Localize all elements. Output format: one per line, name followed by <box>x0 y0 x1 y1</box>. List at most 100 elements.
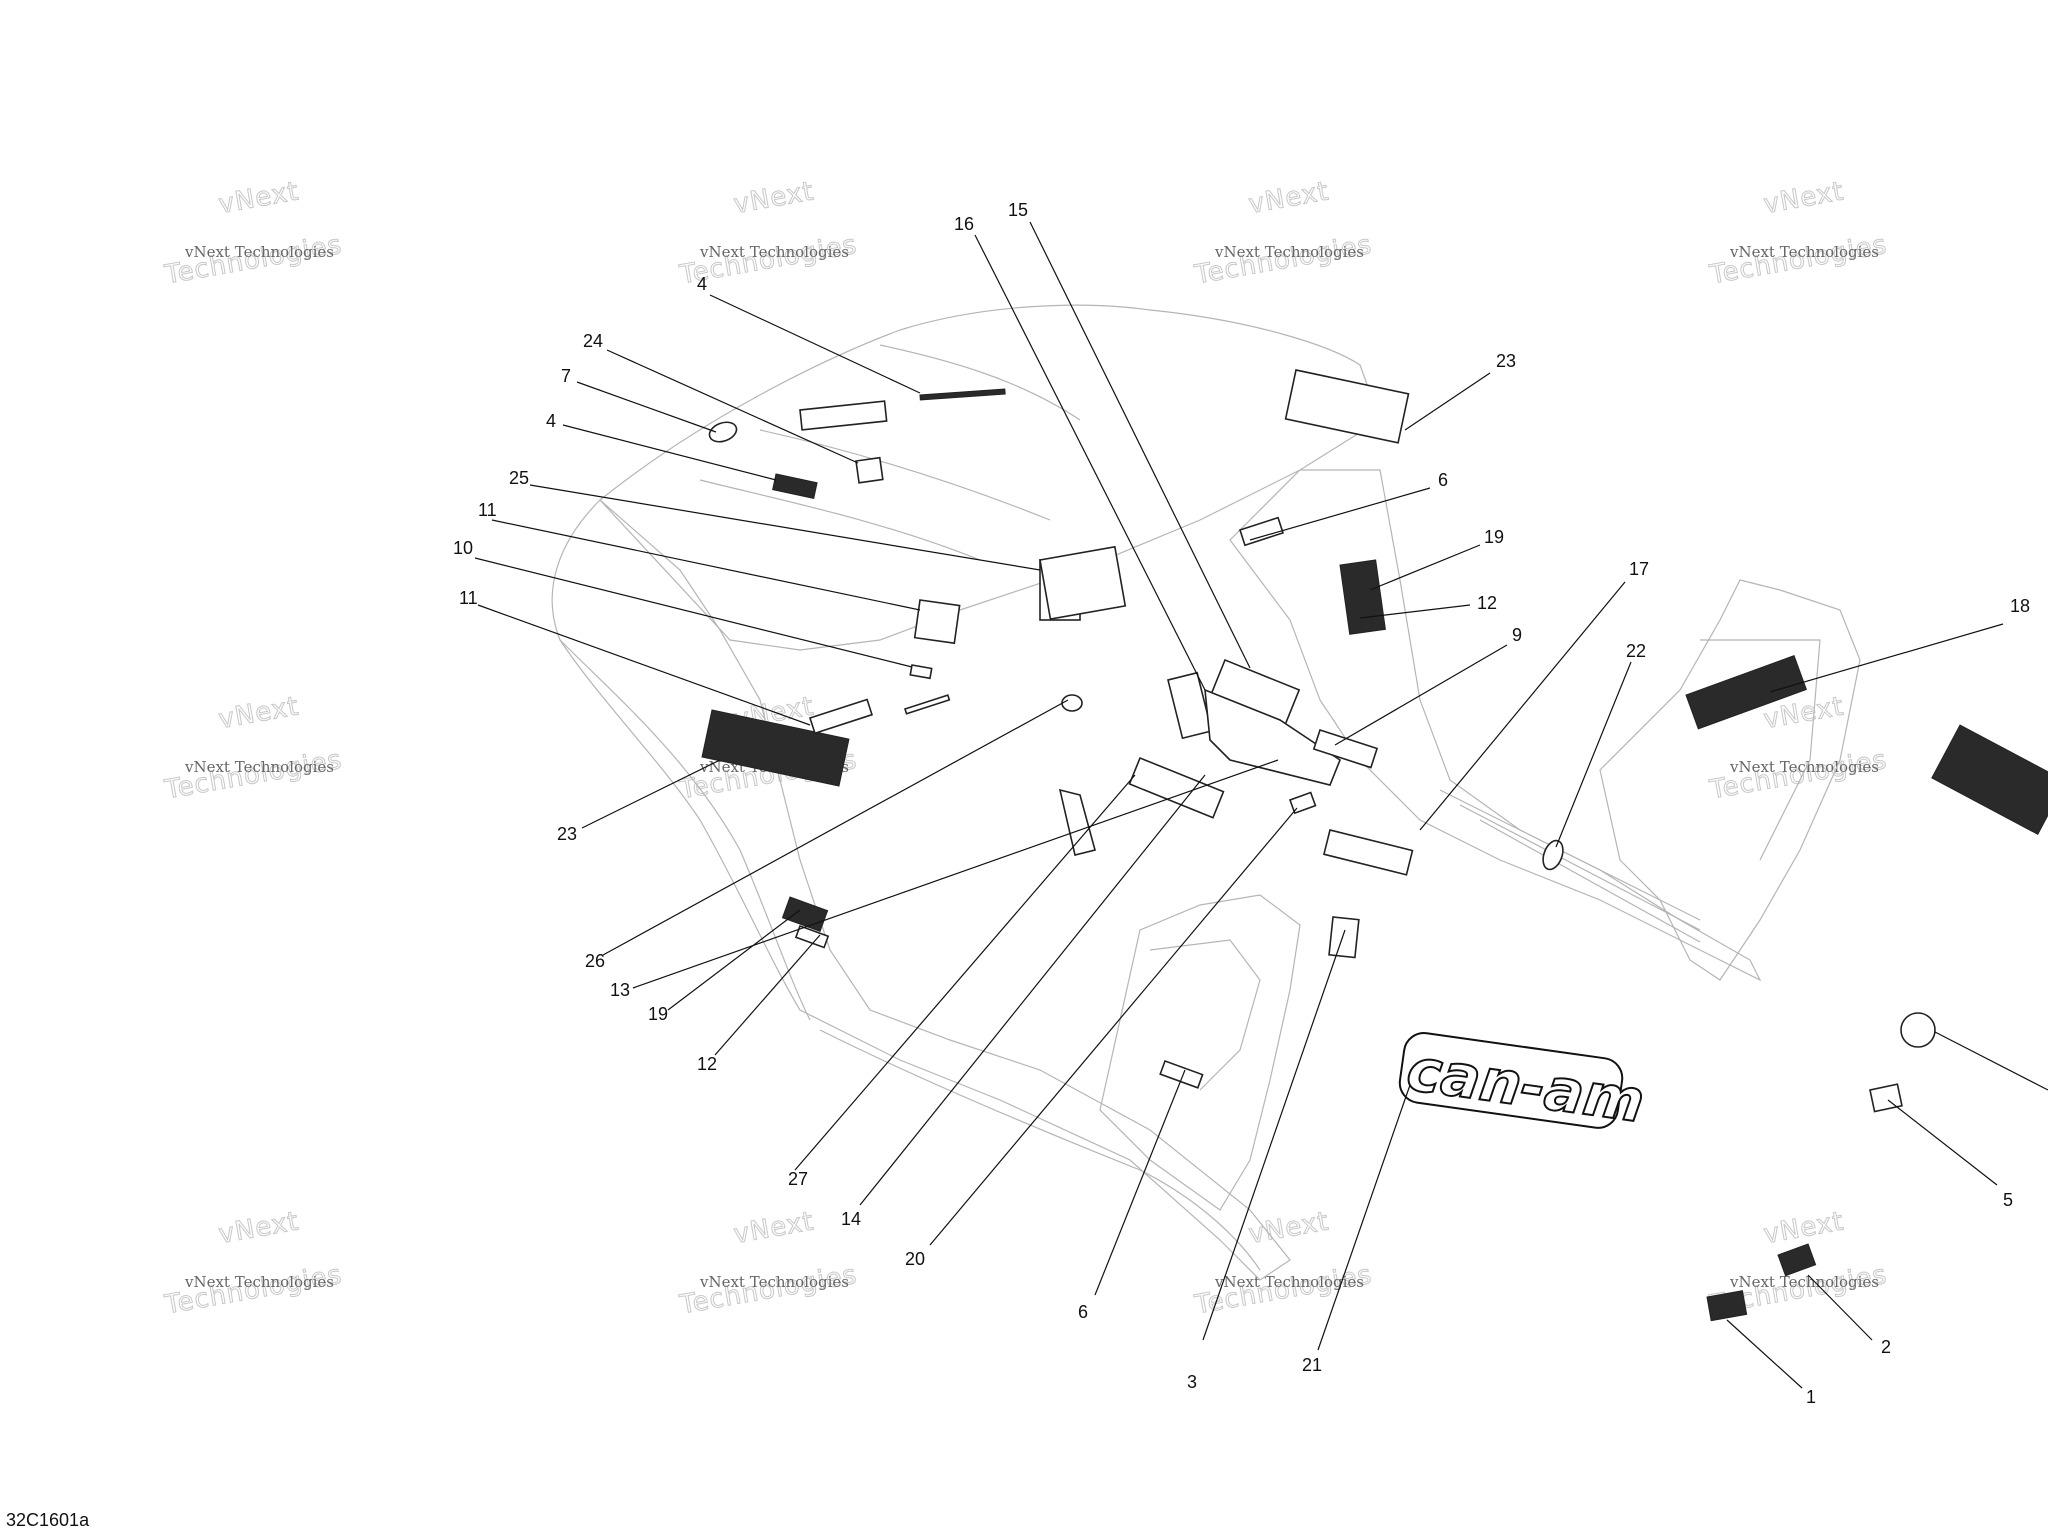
logo-text: can-am <box>1403 1035 1649 1136</box>
decal-part-20 <box>1288 791 1317 815</box>
callout-12: 12 <box>1477 593 1497 613</box>
svg-text:vNext Technologies: vNext Technologies <box>1729 243 1879 261</box>
decal-part-27-strip <box>903 694 951 715</box>
front-lower-detail <box>1149 939 1261 1091</box>
decal-part-25 <box>799 400 888 431</box>
callout-15: 15 <box>1008 200 1028 220</box>
callout-25: 24 <box>583 331 603 351</box>
hood-panel <box>599 304 1381 651</box>
fender-edge <box>819 1029 1261 1271</box>
callout-20: 20 <box>905 1249 925 1269</box>
callout-9: 9 <box>1512 625 1522 645</box>
callout-24: 25 <box>509 468 529 488</box>
leader-line <box>1202 929 1346 1341</box>
callout-21: 21 <box>1302 1355 1322 1375</box>
watermark: Technologies vNext vNext Technologies <box>1191 176 1375 291</box>
leader-line <box>632 759 1279 989</box>
leader-line <box>602 699 1069 956</box>
leader-line <box>1807 1274 1873 1341</box>
svg-text:vNext: vNext <box>1246 176 1331 220</box>
hood-crease <box>699 479 981 561</box>
decal-part-26 <box>1061 694 1083 712</box>
watermark: Technologies vNext vNext Technologies <box>161 176 345 291</box>
svg-text:vNext: vNext <box>731 1206 816 1250</box>
callout-12: 12 <box>697 1054 717 1074</box>
leader-line <box>714 934 821 1056</box>
leader-line <box>606 349 859 464</box>
callout-19: 19 <box>1484 527 1504 547</box>
svg-text:vNext Technologies: vNext Technologies <box>699 1273 849 1291</box>
leader-line <box>859 774 1206 1206</box>
decal-part-18 <box>1685 655 1808 730</box>
svg-text:vNext: vNext <box>731 176 816 220</box>
watermark: Technologies vNext vNext Technologies <box>676 176 860 291</box>
leader-line <box>562 424 777 481</box>
watermark: Technologies vNext vNext Technologies <box>161 691 345 806</box>
svg-text:vNext: vNext <box>216 176 301 220</box>
leader-line <box>794 774 1136 1171</box>
svg-text:vNext Technologies: vNext Technologies <box>1729 758 1879 776</box>
callout-23: 23 <box>557 824 577 844</box>
leader-line <box>1317 1084 1411 1351</box>
leader-line <box>1359 604 1471 619</box>
left-fender <box>551 499 1291 1281</box>
callout-18: 18 <box>2010 596 2030 616</box>
callout-7: 7 <box>561 366 571 386</box>
watermark: Technologies vNext vNext Technologies <box>676 1206 860 1321</box>
front-lower-panel <box>1099 894 1301 1211</box>
decals <box>701 369 2048 1322</box>
decal-part-25b <box>855 456 884 484</box>
svg-text:vNext: vNext <box>1761 176 1846 220</box>
fender-inner-line <box>1700 639 1821 861</box>
decal-part-23-top <box>1284 369 1410 444</box>
decal-part-medallion <box>1900 1012 1936 1048</box>
decal-part-16 <box>1167 671 1213 740</box>
leader-line <box>1419 581 1626 831</box>
decal-part-10 <box>909 664 933 680</box>
callout-5: 5 <box>2003 1190 2013 1210</box>
decal-part-1 <box>1706 1290 1748 1322</box>
leader-line <box>929 807 1298 1246</box>
leader-line <box>529 484 1041 571</box>
leader-line <box>1726 1319 1803 1389</box>
callout-11: 11 <box>478 500 497 520</box>
leader-line <box>581 759 721 829</box>
decal-part-24b <box>1039 545 1127 621</box>
decal-part-23-left <box>701 709 850 787</box>
svg-text:vNext Technologies: vNext Technologies <box>1729 1273 1879 1291</box>
leader-line <box>1334 644 1508 746</box>
leader-line <box>709 294 921 394</box>
decal-part-partial-right <box>1931 724 2048 835</box>
leader-line <box>491 519 921 611</box>
decal-part-11-top <box>913 599 961 645</box>
callout-numbers: 4 24 7 4 25 11 10 11 23 26 13 19 12 27 1… <box>453 200 2030 1407</box>
decal-part-13 <box>1204 688 1341 786</box>
leader-line <box>1555 661 1632 848</box>
callout-6: 6 <box>1078 1302 1088 1322</box>
callout-23: 23 <box>1496 351 1516 371</box>
callout-16: 16 <box>954 214 974 234</box>
callout-27: 27 <box>788 1169 808 1189</box>
svg-text:vNext: vNext <box>1246 1206 1331 1250</box>
watermark: Technologies vNext vNext Technologies <box>161 1206 345 1321</box>
reference-code: 32C1601a <box>6 1510 90 1530</box>
watermark: Technologies vNext vNext Technologies <box>1706 176 1890 291</box>
decal-part-7 <box>708 421 738 443</box>
svg-text:vNext Technologies: vNext Technologies <box>699 243 849 261</box>
decal-part-2 <box>1777 1243 1817 1277</box>
decal-part-9 <box>1312 728 1379 769</box>
tunnel-ribs <box>1439 789 1701 943</box>
leader-line <box>1404 372 1491 431</box>
decal-part-17 <box>1322 829 1414 876</box>
leader-line <box>1887 1099 1998 1186</box>
callout-4: 4 <box>697 274 707 294</box>
svg-text:vNext Technologies: vNext Technologies <box>1214 1273 1364 1291</box>
decal-part-19-right <box>1339 559 1386 635</box>
watermarks: Technologies vNext vNext Technologies Te… <box>161 176 1890 1321</box>
callout-10: 10 <box>453 538 473 558</box>
leader-line <box>474 557 913 668</box>
callout-4: 4 <box>546 411 556 431</box>
callout-6: 6 <box>1438 470 1448 490</box>
svg-text:vNext Technologies: vNext Technologies <box>184 1273 334 1291</box>
